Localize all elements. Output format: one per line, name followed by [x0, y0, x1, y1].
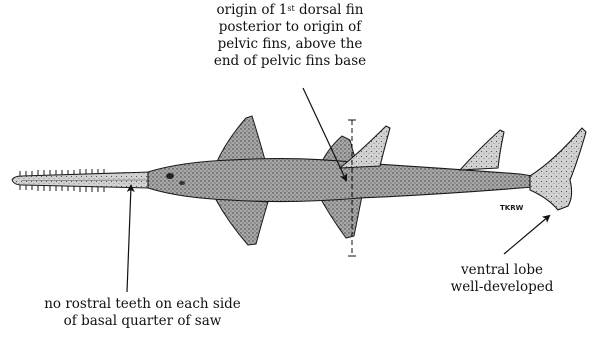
- ventral-lobe-annotation-line-1: ventral lobe: [432, 262, 572, 279]
- caudal-fin: [530, 128, 586, 210]
- dorsal-fin-annotation-suffix: dorsal fin: [295, 2, 364, 18]
- pectoral-fin-lower: [215, 198, 268, 245]
- illustrator-signature: TKRW: [500, 204, 524, 212]
- second-dorsal-fin: [460, 130, 504, 170]
- rostrum-saw: [12, 169, 150, 192]
- dorsal-fin-annotation-superscript: st: [287, 4, 294, 13]
- dorsal-fin-annotation-prefix: origin of 1: [217, 2, 288, 18]
- dorsal-fin-annotation-line-2: posterior to origin of: [185, 19, 395, 36]
- ventral-lobe-annotation: ventral lobe well-developed: [432, 262, 572, 296]
- eye-icon: [166, 173, 174, 179]
- spiracle-icon: [179, 181, 185, 185]
- rostral-teeth-annotation: no rostral teeth on each side of basal q…: [0, 296, 285, 330]
- rostral-teeth-arrow: [127, 186, 131, 292]
- dorsal-fin-annotation: origin of 1st dorsal fin posterior to or…: [185, 2, 395, 70]
- dorsal-fin-annotation-line-4: end of pelvic fins base: [185, 53, 395, 70]
- rostral-teeth-annotation-line-2: of basal quarter of saw: [0, 313, 285, 330]
- ventral-lobe-arrow: [504, 216, 549, 254]
- rostral-teeth-annotation-line-1: no rostral teeth on each side: [0, 296, 285, 313]
- dorsal-fin-annotation-line-1: origin of 1st dorsal fin: [185, 2, 395, 19]
- dorsal-fin-annotation-line-3: pelvic fins, above the: [185, 36, 395, 53]
- ventral-lobe-annotation-line-2: well-developed: [432, 279, 572, 296]
